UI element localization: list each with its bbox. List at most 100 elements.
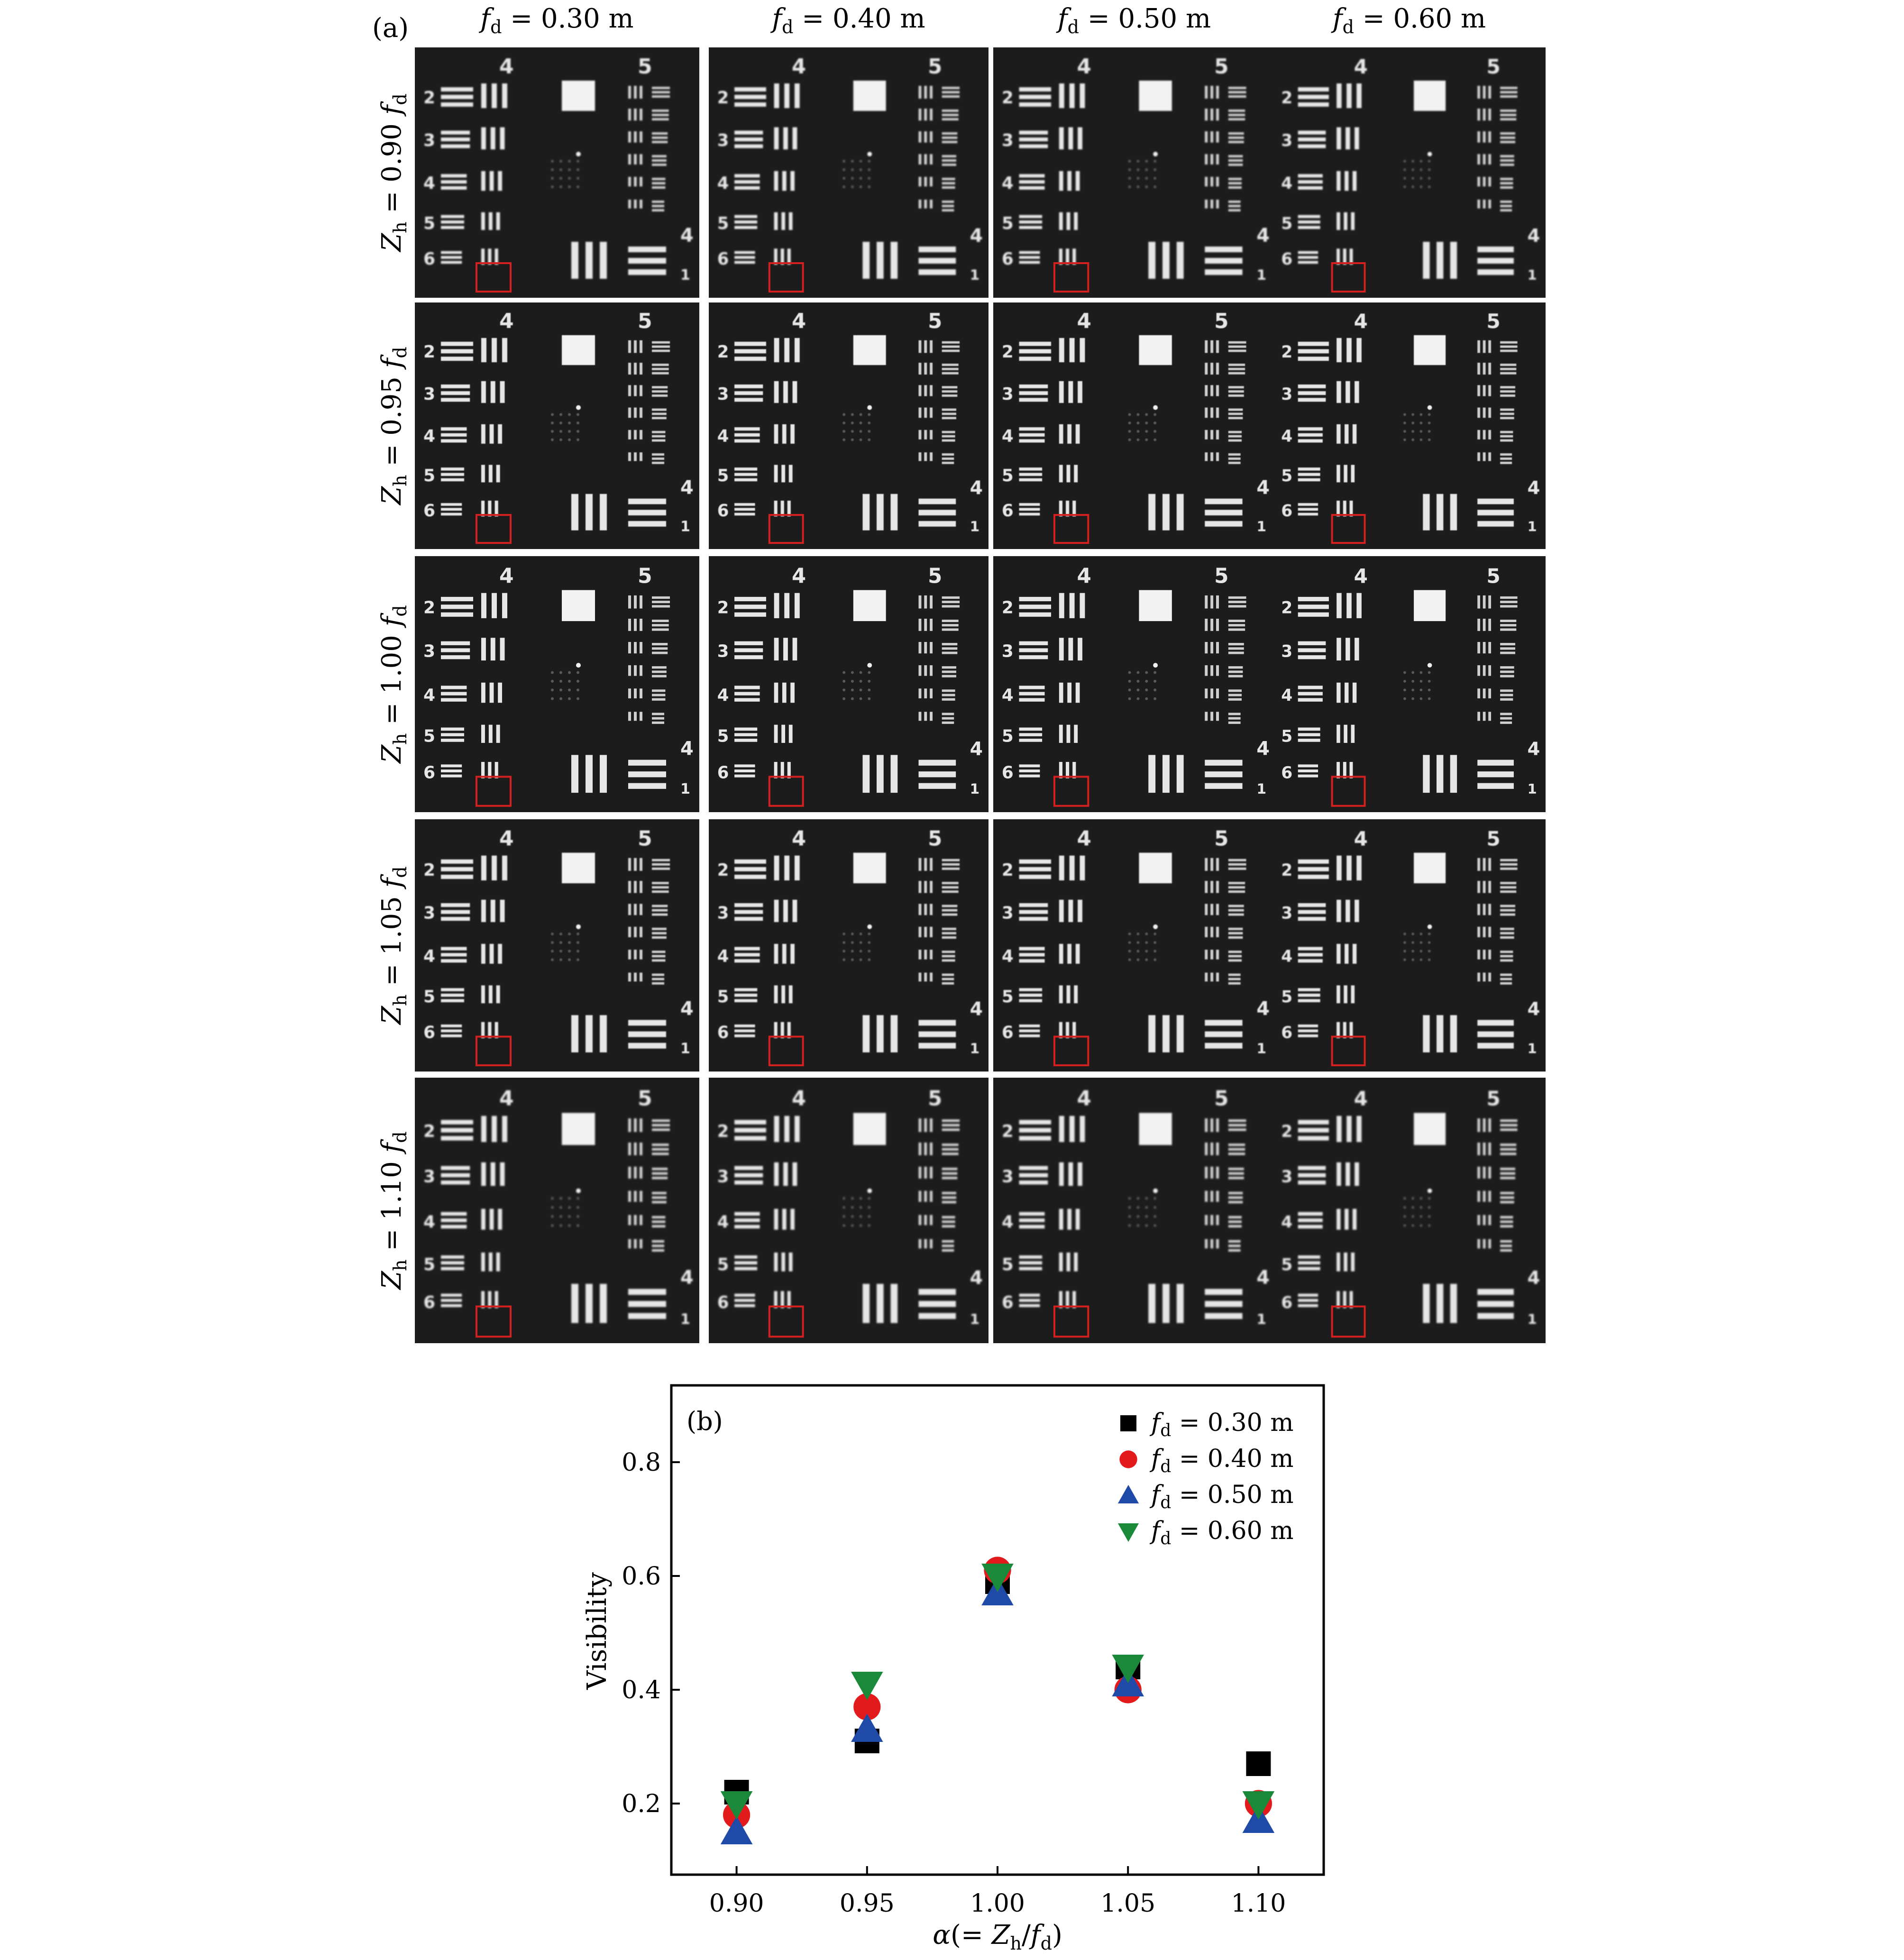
svg-text:4: 4 [680,738,694,760]
svg-text:4: 4 [1281,1213,1292,1232]
x-tick-label: 0.90 [709,1889,764,1918]
svg-text:4: 4 [1002,946,1014,966]
svg-text:3: 3 [1281,904,1292,923]
svg-text:5: 5 [717,987,729,1007]
highlight-box [1053,1035,1089,1066]
highlight-box [768,514,804,544]
svg-text:3: 3 [717,385,729,404]
svg-text:6: 6 [1281,250,1292,269]
svg-text:3: 3 [423,1167,435,1187]
svg-text:4: 4 [1354,564,1368,587]
svg-text:5: 5 [638,55,652,79]
svg-text:6: 6 [1281,1293,1292,1312]
highlight-box [476,262,512,293]
svg-text:3: 3 [1002,904,1014,923]
svg-text:5: 5 [1486,310,1500,333]
svg-text:1: 1 [1256,267,1266,284]
svg-text:6: 6 [1002,1293,1014,1312]
svg-text:4: 4 [717,946,729,966]
row-label: Zh = 1.05 fd [376,866,411,1025]
svg-text:4: 4 [1002,686,1014,705]
svg-text:2: 2 [717,598,729,618]
svg-text:1: 1 [1528,267,1537,283]
svg-text:2: 2 [1281,343,1292,362]
legend-label: fd = 0.60 m [1149,1517,1294,1548]
y-tick-label: 0.8 [622,1448,661,1477]
svg-text:4: 4 [792,827,806,851]
svg-text:4: 4 [1077,564,1091,588]
svg-text:1: 1 [1256,519,1266,535]
highlight-box [768,1035,804,1066]
svg-text:6: 6 [423,1293,435,1312]
highlight-box [1331,1035,1366,1066]
svg-text:4: 4 [499,1086,514,1110]
row-label: Zh = 1.10 fd [376,1131,411,1290]
svg-text:1: 1 [970,781,980,797]
svg-text:4: 4 [970,477,983,499]
svg-text:5: 5 [1214,1087,1228,1110]
svg-text:6: 6 [423,1023,435,1042]
svg-text:4: 4 [499,826,514,851]
highlight-box [1053,262,1089,293]
data-point [1112,1655,1144,1683]
svg-text:6: 6 [717,763,729,782]
svg-text:5: 5 [717,727,729,746]
svg-text:5: 5 [638,309,652,333]
svg-text:6: 6 [1281,1023,1292,1042]
svg-text:1: 1 [680,267,690,284]
svg-text:5: 5 [1214,564,1228,588]
svg-text:5: 5 [1486,564,1500,587]
svg-text:4: 4 [1528,225,1540,247]
data-point [851,1713,883,1742]
svg-text:4: 4 [423,946,435,966]
svg-text:4: 4 [970,225,983,247]
svg-text:3: 3 [423,642,435,661]
svg-text:3: 3 [1002,385,1014,404]
svg-text:4: 4 [1077,827,1091,851]
svg-text:3: 3 [1002,1167,1014,1187]
svg-text:4: 4 [680,1267,694,1289]
svg-text:2: 2 [717,342,729,362]
svg-text:4: 4 [1002,1212,1014,1232]
x-tick-label: 1.10 [1231,1889,1286,1918]
data-point [981,1564,1014,1592]
svg-text:2: 2 [1002,1122,1014,1141]
svg-text:4: 4 [1528,1267,1540,1289]
svg-text:4: 4 [717,174,729,193]
svg-text:2: 2 [1281,599,1292,618]
svg-text:1: 1 [970,519,980,535]
svg-text:5: 5 [1002,466,1014,485]
legend-label: fd = 0.40 m [1149,1445,1294,1476]
svg-text:5: 5 [717,214,729,233]
highlight-box [1331,514,1366,544]
svg-text:3: 3 [717,642,729,661]
svg-text:2: 2 [1281,1122,1292,1141]
svg-text:4: 4 [680,998,694,1020]
column-header: fd = 0.30 m [478,3,633,37]
highlight-box [768,262,804,293]
highlight-box [768,1305,804,1338]
svg-text:1: 1 [1256,781,1266,797]
svg-text:6: 6 [1002,763,1014,782]
svg-text:2: 2 [717,861,729,880]
svg-text:5: 5 [1486,827,1500,850]
svg-text:4: 4 [1528,738,1540,760]
svg-text:4: 4 [1281,947,1292,966]
svg-text:2: 2 [1281,89,1292,108]
svg-text:3: 3 [423,385,435,404]
svg-text:6: 6 [717,249,729,269]
svg-text:3: 3 [423,904,435,923]
svg-text:4: 4 [1281,174,1292,193]
svg-text:3: 3 [1281,385,1292,404]
